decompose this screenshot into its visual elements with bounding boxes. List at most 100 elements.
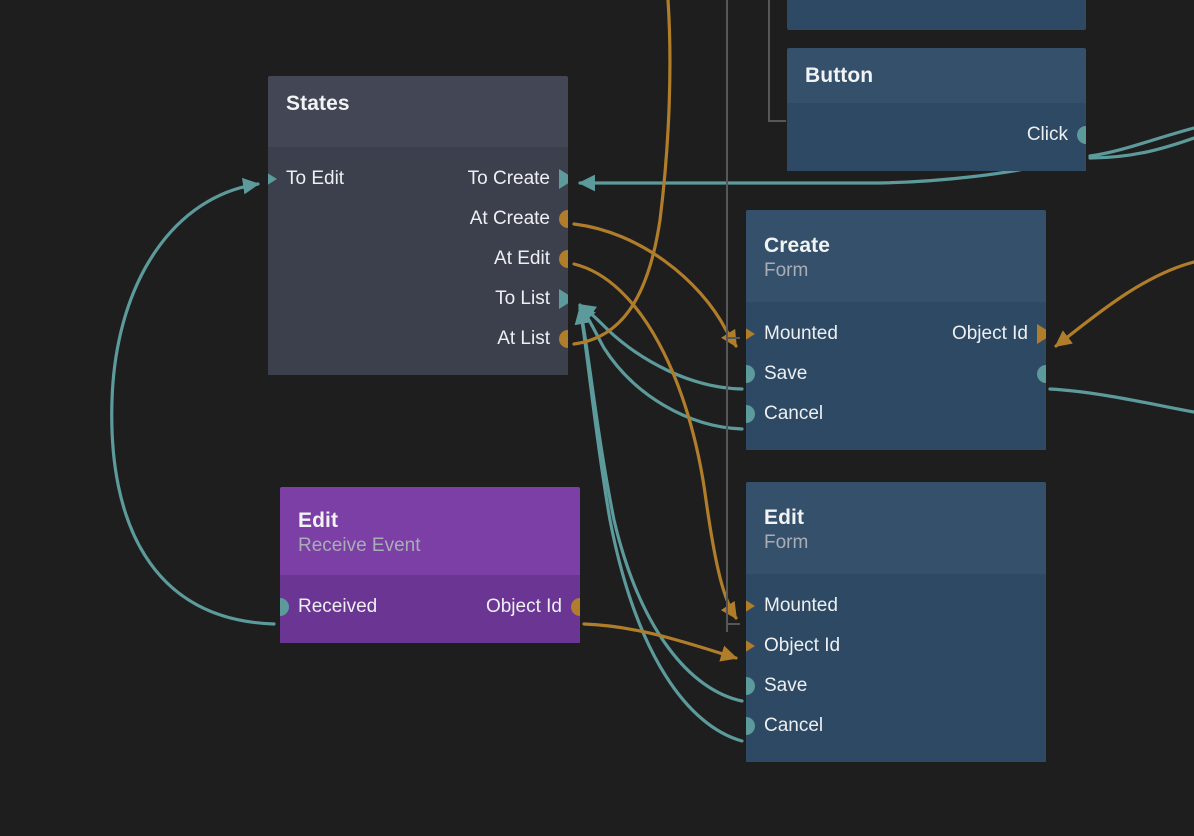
port-row-mounted-objectid: Mounted Object Id <box>746 314 1046 354</box>
connector-dot-orange-icon[interactable] <box>571 598 580 617</box>
port-label: Cancel <box>764 403 824 425</box>
connector-arrow-orange-icon[interactable] <box>746 596 755 617</box>
port-out-object-id[interactable]: Object Id <box>486 596 580 618</box>
wire-click-offscreen-a <box>1088 126 1194 158</box>
connector-dot-orange-icon[interactable] <box>559 249 568 268</box>
connector-arrow-orange-icon[interactable] <box>746 636 755 657</box>
port-row-save: Save <box>746 354 1046 394</box>
wire-create-out-offscreen <box>1048 387 1194 414</box>
port-out-at-edit[interactable]: At Edit <box>494 248 568 270</box>
wire-at-list-offscreen-top <box>572 0 672 346</box>
port-label: Cancel <box>764 715 824 737</box>
port-in-save[interactable]: Save <box>746 675 807 697</box>
port-label: Object Id <box>764 635 841 657</box>
connector-arrow-orange-icon[interactable] <box>1037 324 1046 345</box>
node-body: Click <box>787 102 1086 171</box>
port-in-save[interactable]: Save <box>746 363 807 385</box>
connector-dot-teal-icon[interactable] <box>746 365 755 384</box>
node-body: Mounted Object Id Save C <box>746 302 1046 451</box>
port-row-at-edit: At Edit <box>268 239 568 279</box>
node-body: Mounted Object Id Save Cancel <box>746 574 1046 763</box>
port-out-object-id[interactable]: Object Id <box>952 323 1046 345</box>
connector-dot-teal-icon[interactable] <box>1037 365 1046 384</box>
port-in-mounted[interactable]: Mounted <box>746 323 838 345</box>
port-row-at-create: At Create <box>268 199 568 239</box>
port-label: At Edit <box>494 247 550 269</box>
node-title: Button <box>805 64 874 87</box>
port-out-click[interactable]: Click <box>1027 124 1086 146</box>
port-out-to-list[interactable]: To List <box>495 288 568 310</box>
port-label: Received <box>298 596 378 618</box>
port-row-at-list: At List <box>268 319 568 359</box>
port-label: Click <box>1026 123 1068 145</box>
connector-dot-teal-icon[interactable] <box>280 598 289 617</box>
node-subtitle: Form <box>764 531 809 553</box>
port-out-at-create[interactable]: At Create <box>470 208 568 230</box>
port-row-object-id: Object Id <box>746 626 1046 666</box>
connector-arrow-teal-icon[interactable] <box>559 288 568 309</box>
node-title: Edit <box>764 506 805 529</box>
node-button-partial[interactable] <box>787 0 1086 30</box>
port-label: Save <box>764 363 808 385</box>
wire-edit-save-to-list <box>575 306 744 703</box>
port-row-save: Save <box>746 666 1046 706</box>
node-header: States <box>268 76 568 147</box>
port-row-to-edit-to-create: To Edit To Create <box>268 159 568 199</box>
port-row-received-objectid: Received Object Id <box>280 587 580 627</box>
wire-received-to-edit <box>110 177 276 626</box>
wire-create-save-to-list <box>578 303 744 391</box>
group-guide-tick-lower <box>726 623 740 625</box>
node-header: Edit Receive Event <box>280 487 580 576</box>
connector-dot-teal-icon[interactable] <box>746 677 755 696</box>
node-edit-receive-event[interactable]: Edit Receive Event Received Object Id <box>280 487 580 661</box>
port-in-received[interactable]: Received <box>280 596 377 618</box>
connector-arrow-teal-icon[interactable] <box>559 168 568 189</box>
node-states[interactable]: States To Edit To Create At Create <box>268 76 568 379</box>
node-header: Button <box>787 48 1086 103</box>
port-in-mounted[interactable]: Mounted <box>746 595 838 617</box>
group-guide-vertical <box>726 0 728 632</box>
port-in-to-edit[interactable]: To Edit <box>268 168 344 190</box>
connector-arrow-orange-icon[interactable] <box>746 324 755 345</box>
port-row-cancel: Cancel <box>746 706 1046 746</box>
port-row-mounted: Mounted <box>746 586 1046 626</box>
connector-dot-orange-icon[interactable] <box>559 329 568 348</box>
port-out-to-create[interactable]: To Create <box>468 168 568 190</box>
port-label: At List <box>497 327 550 349</box>
connector-dot-orange-icon[interactable] <box>559 209 568 228</box>
group-bracket-arm <box>768 120 786 122</box>
node-button[interactable]: Button Click <box>787 48 1086 190</box>
node-title: States <box>286 92 350 115</box>
node-body: To Edit To Create At Create At Edit <box>268 146 568 375</box>
port-label: Object Id <box>485 596 562 618</box>
port-in-cancel[interactable]: Cancel <box>746 403 823 425</box>
connector-dot-teal-icon[interactable] <box>746 717 755 736</box>
connector-dot-teal-icon[interactable] <box>1077 125 1086 144</box>
node-body: Received Object Id <box>280 575 580 644</box>
port-label: To List <box>495 287 550 309</box>
wire-offscreen-to-create-objectid <box>1054 260 1194 348</box>
connector-arrow-teal-icon[interactable] <box>268 168 277 189</box>
group-bracket-vertical <box>768 0 770 122</box>
node-subtitle: Form <box>764 259 809 281</box>
wire-at-edit-to-edit-mounted <box>572 262 738 620</box>
port-in-cancel[interactable]: Cancel <box>746 715 823 737</box>
wire-edit-cancel-to-list <box>574 307 744 743</box>
node-body <box>787 0 1086 30</box>
port-label: Save <box>764 675 808 697</box>
port-label: Mounted <box>764 323 838 345</box>
connector-dot-teal-icon[interactable] <box>746 405 755 424</box>
wire-objectid-to-edit-objectid <box>582 622 738 662</box>
wire-create-cancel-to-list <box>578 304 744 431</box>
port-in-object-id[interactable]: Object Id <box>746 635 840 657</box>
node-edit-form[interactable]: Edit Form Mounted Object Id Save <box>746 482 1046 778</box>
port-out-at-list[interactable]: At List <box>497 328 568 350</box>
port-label: Object Id <box>951 323 1028 345</box>
node-title: Create <box>764 234 830 257</box>
port-label: To Create <box>467 167 550 189</box>
port-label: To Edit <box>286 167 345 189</box>
port-row-cancel: Cancel <box>746 394 1046 434</box>
wire-at-create-to-mounted <box>572 222 738 348</box>
node-create-form[interactable]: Create Form Mounted Object Id Save <box>746 210 1046 470</box>
